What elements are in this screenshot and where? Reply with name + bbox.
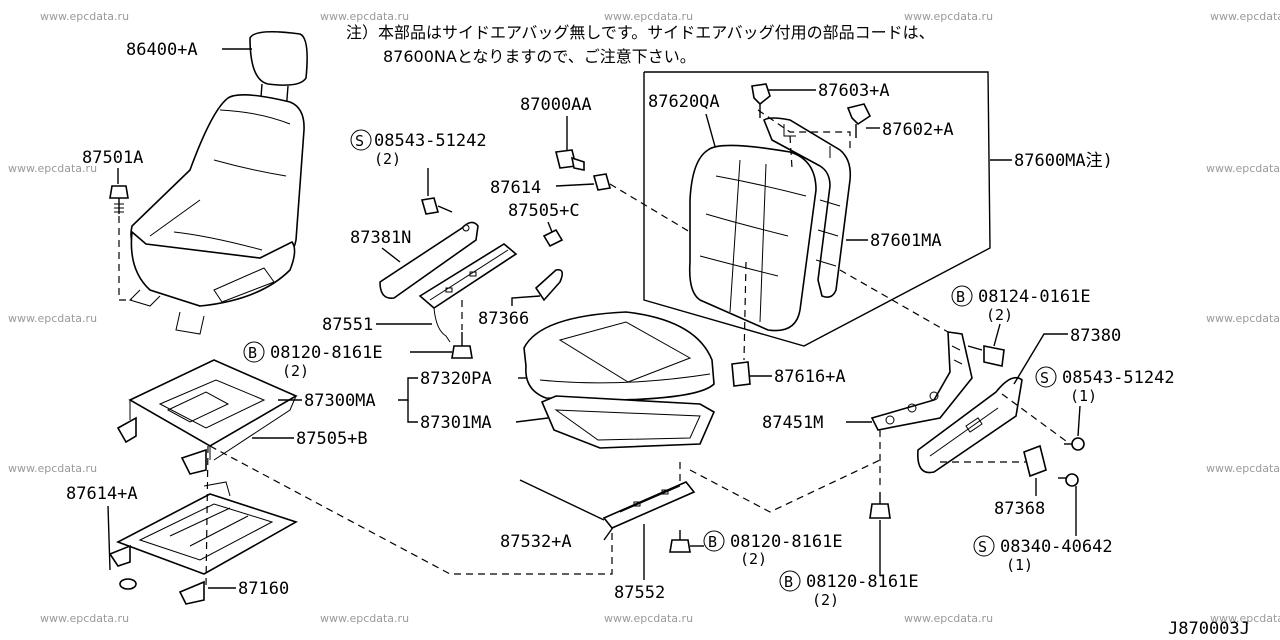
bolt-08120-c-illustration [869,492,891,519]
watermark: www.epcdata.ru [904,10,993,23]
watermark: www.epcdata.ru [40,612,129,625]
bolt-08120-a-illustration [451,332,473,359]
watermark: www.epcdata.ru [320,612,409,625]
watermark: www.epcdata.ru [904,612,993,625]
watermark: www.epcdata.ru [8,312,97,325]
label-08543-51242-a: 08543-51242 [374,131,487,151]
bolt-87000aa-illustration [555,149,585,171]
label-87366: 87366 [478,309,529,329]
label-87616a: 87616+A [774,367,846,387]
backrest-87620qa-illustration [688,144,817,332]
watermarks: www.epcdata.ru www.epcdata.ru www.epcdat… [8,10,1280,625]
watermark: www.epcdata.ru [1206,312,1280,325]
label-87601ma: 87601MA [870,231,942,251]
screw-08340-illustration [1058,473,1079,487]
label-87614a: 87614+A [66,484,138,504]
label-08543-51242-a-qty: (2) [374,150,401,168]
label-87620qa: 87620QA [648,92,720,112]
label-87552: 87552 [614,583,665,603]
screw-08543-illustration [1064,437,1085,451]
symbol-b: B [784,573,793,591]
label-87532a: 87532+A [500,532,572,552]
seat-cushion-87320pa-illustration [523,311,716,449]
clip-87614a-illustration [119,578,137,590]
label-87368: 87368 [994,499,1045,519]
symbol-b: B [708,533,717,551]
watermark: www.epcdata.ru [1210,10,1280,23]
note-line-2: 87600NAとなりますので、ご注意下さい。 [383,47,696,66]
cover-87366-illustration [534,268,564,302]
rail-87551-illustration [418,243,518,343]
label-87600ma: 87600MA注) [1014,151,1113,171]
label-87505b: 87505+B [296,429,368,449]
bolt-08124-illustration [967,345,1005,367]
label-87603a: 87603+A [818,81,890,101]
clip-87505c-illustration [542,228,564,248]
clip-87602a-illustration [846,103,872,126]
bolt-08120-b-illustration [669,530,691,553]
note-line-1: 注）本部品はサイドエアバッグ無しです。サイドエアバッグ付用の部品コードは、 [346,23,935,42]
label-87301ma: 87301MA [420,413,492,433]
cover-87368-illustration [1023,444,1047,478]
back-frame-87601ma-illustration [763,117,852,298]
label-08340-40642-qty: (1) [1006,556,1033,574]
cover-87380-illustration [917,376,1023,474]
symbol-b: B [956,288,965,306]
watermark: www.epcdata.ru [604,612,693,625]
label-08543-51242-b: 08543-51242 [1062,368,1175,388]
bolt-87501a-illustration [109,185,129,214]
seat-frame-87300ma-illustration [116,359,298,475]
symbol-s: S [1040,369,1049,387]
label-08124-0161e-qty: (2) [986,306,1013,324]
label-08120-8161e-c: 08120-8161E [806,572,919,592]
label-87551: 87551 [322,315,373,335]
symbol-b: B [248,344,257,362]
label-08120-8161e-c-qty: (2) [812,591,839,609]
label-08120-8161e-a-qty: (2) [282,362,309,380]
label-87602a: 87602+A [882,120,954,140]
bracket-87381n-illustration [379,221,479,299]
watermark: www.epcdata.ru [604,10,693,23]
label-87160: 87160 [238,579,289,599]
watermark: www.epcdata.ru [8,462,97,475]
label-08120-8161e-a: 08120-8161E [270,343,383,363]
label-87501a: 87501A [82,148,143,168]
wire-87532a-illustration [519,479,605,521]
watermark: www.epcdata.ru [40,10,129,23]
bolt-08543-illustration [420,197,453,215]
label-87380: 87380 [1070,326,1121,346]
rail-87552-illustration [602,481,696,529]
clip-87614-illustration [592,173,612,191]
label-08120-8161e-b-qty: (2) [740,550,767,568]
clip-87616a-illustration [731,361,751,387]
watermark: www.epcdata.ru [1206,462,1280,475]
watermark: www.epcdata.ru [1210,612,1280,625]
complete-seat-illustration [129,30,308,335]
label-87614: 87614 [490,178,541,198]
watermark: www.epcdata.ru [320,10,409,23]
label-08124-0161e: 08124-0161E [978,287,1091,307]
watermark: www.epcdata.ru [8,162,97,175]
label-87505c: 87505+C [508,201,580,221]
label-86400a: 86400+A [126,40,198,60]
recliner-87451m-illustration [870,331,973,431]
label-87451m: 87451M [762,413,823,433]
symbol-s: S [355,132,364,150]
label-87320pa: 87320PA [420,369,492,389]
label-87300ma: 87300MA [304,391,376,411]
symbol-s: S [978,538,987,556]
label-87381n: 87381N [350,228,411,248]
label-87000aa: 87000AA [520,95,592,115]
label-08543-51242-b-qty: (1) [1070,387,1097,405]
watermark: www.epcdata.ru [1206,162,1280,175]
label-08340-40642: 08340-40642 [1000,537,1113,557]
label-08120-8161e-b: 08120-8161E [730,532,843,552]
clip-87603a-illustration [751,83,771,106]
diagram-code: J870003J [1168,619,1250,639]
